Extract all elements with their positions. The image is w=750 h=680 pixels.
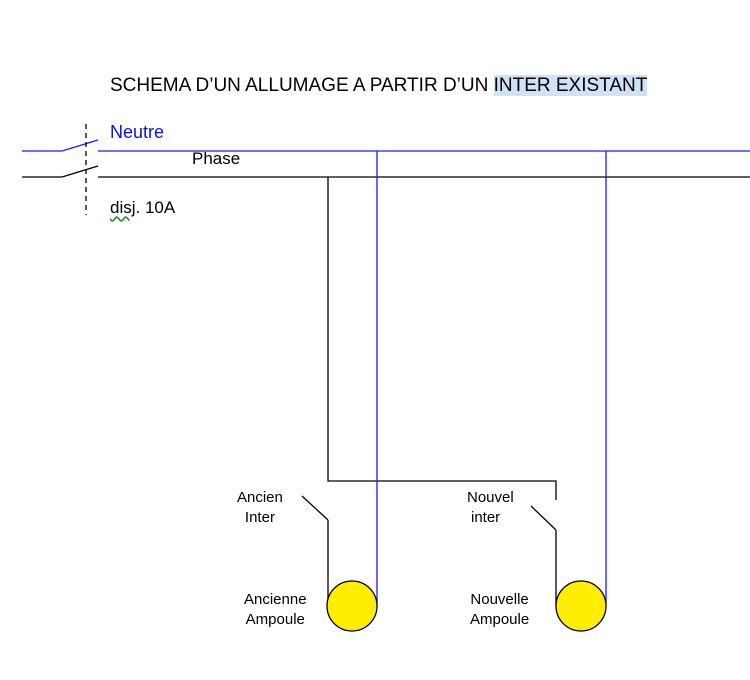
phase-breaker-contact — [61, 165, 99, 178]
nouvelle-ampoule-line-1: Nouvelle — [470, 591, 529, 608]
nouvelle-ampoule-label: Nouvelle Ampoule — [470, 590, 529, 630]
ancienne-ampoule-line-2: Ampoule — [245, 611, 305, 628]
ancienne-ampoule-label: Ancienne Ampoule — [244, 590, 307, 630]
nouvel-inter-label: Nouvel inter — [467, 488, 514, 528]
ancien-inter-line-1: Ancien — [237, 489, 283, 506]
ancien-inter-line-2: Inter — [244, 509, 275, 526]
neutre-breaker-contact — [61, 139, 99, 152]
disj-rating: . 10A — [135, 198, 176, 217]
neutre-label: Neutre — [110, 122, 165, 142]
ancien-inter-label: Ancien Inter — [237, 488, 283, 528]
nouvel-inter-blade — [530, 505, 557, 531]
ancien-inter-blade — [301, 495, 329, 521]
nouvelle-ampoule-bulb — [555, 580, 607, 632]
disjoncteur-label: disj. 10A — [110, 198, 175, 217]
nouvelle-ampoule-line-2: Ampoule — [470, 611, 530, 628]
phase-drop-to-switches — [327, 177, 557, 500]
nouvel-inter-line-1: Nouvel — [467, 489, 514, 506]
nouvel-inter-line-2: inter — [471, 509, 501, 526]
title-part-2-highlighted: INTER EXISTANT — [493, 75, 648, 96]
ancienne-ampoule-bulb — [326, 580, 378, 632]
phase-label: Phase — [192, 149, 241, 168]
diagram-title: SCHEMA D’UN ALLUMAGE A PARTIR D’UN INTER… — [110, 74, 648, 98]
ancienne-ampoule-line-1: Ancienne — [244, 591, 307, 608]
disj-word: disj — [110, 198, 136, 217]
title-part-1: SCHEMA D’UN ALLUMAGE A PARTIR D’UN — [110, 75, 494, 96]
